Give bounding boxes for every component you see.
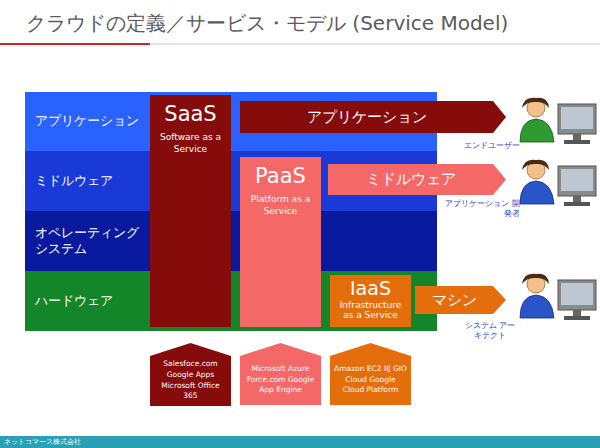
arrow-outline <box>240 101 506 133</box>
footer-company: ネットコマース株式会社 <box>4 438 204 447</box>
node-label: Salesfoce.com Google Apps Microsoft Offi… <box>154 359 228 403</box>
person-icon <box>520 274 596 320</box>
node-label: Amazon EC2 IIJ GIO Cloud Google Cloud Pl… <box>334 364 408 397</box>
vendor-house: Salesfoce.com Google Apps Microsoft Offi… <box>150 343 231 406</box>
arrow-outline <box>415 286 506 314</box>
service-name: SaaS <box>164 103 216 126</box>
layer-arrow: マシン <box>415 286 506 314</box>
node-label: アプリケーション <box>307 108 427 127</box>
service-subtitle: Infrastructure as a Service <box>335 300 407 321</box>
house-shape <box>240 343 321 405</box>
node-label: Microsoft Azure Force.com Google App Eng… <box>244 364 318 397</box>
slide-title: クラウドの定義／サービス・モデル (Service Model) <box>26 10 508 37</box>
node-label: ミドルウェア <box>35 173 147 189</box>
service-subtitle: Platform as a Service <box>248 194 314 217</box>
title-accent <box>0 43 150 45</box>
house-outline <box>240 343 321 405</box>
service-box: PaaS Platform as a Service <box>240 157 321 327</box>
service-name: PaaS <box>255 165 306 188</box>
node-label: ミドルウェア <box>366 170 456 189</box>
house-shape <box>330 343 411 405</box>
node-label: マシン <box>432 291 477 310</box>
node-label: ハードウェア <box>35 293 147 309</box>
vendor-house: Amazon EC2 IIJ GIO Cloud Google Cloud Pl… <box>330 343 411 405</box>
layer-arrow: ミドルウェア <box>328 164 506 195</box>
house-outline <box>150 343 231 406</box>
service-name: IaaS <box>350 278 391 299</box>
house-outline <box>330 343 411 405</box>
node-label: アプリケーション <box>35 113 147 129</box>
service-box: IaaSInfrastructure as a Service <box>330 275 411 327</box>
node-label: オペレーティング システム <box>35 225 147 258</box>
role-label: システム アーキテクト <box>462 321 518 341</box>
title-rule <box>0 44 600 45</box>
service-box: SaaS Software as a Service <box>150 95 231 327</box>
person-icon <box>520 98 596 144</box>
vendor-house: Microsoft Azure Force.com Google App Eng… <box>240 343 321 405</box>
footer-bar <box>0 436 600 448</box>
role-label: エンドユーザー <box>440 141 520 151</box>
layer-band: オペレーティング システム <box>25 211 437 271</box>
service-subtitle: Software as a Service <box>158 132 224 155</box>
role-label: アプリケーション 開発者 <box>440 199 520 219</box>
arrow-outline <box>328 164 506 195</box>
layer-arrow: アプリケーション <box>240 101 506 133</box>
person-icon <box>520 160 596 206</box>
